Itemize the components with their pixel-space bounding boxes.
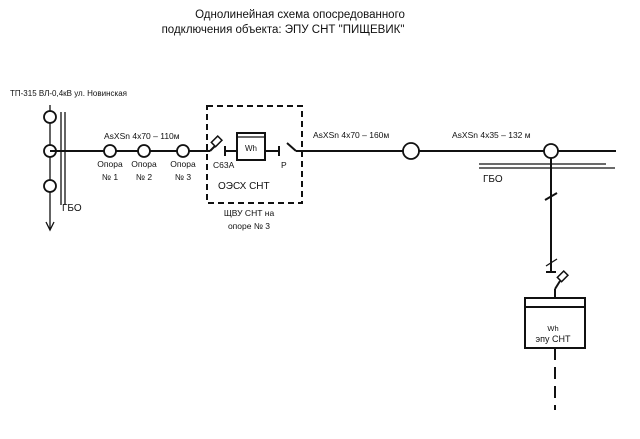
consumer-meter: Wh bbox=[547, 324, 558, 333]
title-line-1: Однолинейная схема опосредованного bbox=[195, 9, 405, 21]
consumer-name: эпу СНТ bbox=[536, 334, 571, 344]
consumer-breaker-icon bbox=[554, 269, 570, 298]
support-2: Опора № 2 bbox=[131, 144, 157, 182]
cable-mark-icon bbox=[544, 192, 558, 201]
panel-name: ОЭСХ СНТ bbox=[218, 181, 270, 192]
source-label: ТП-315 ВЛ-0,4кВ ул. Новинская bbox=[10, 89, 127, 98]
support-1: Опора № 1 bbox=[97, 144, 123, 182]
cable-mark-icon bbox=[545, 258, 558, 267]
panel-caption-1: ЩВУ СНТ на bbox=[224, 208, 275, 218]
line-segment-3-label: AsXSn 4x35 – 132 м bbox=[452, 130, 531, 140]
switch-icon bbox=[265, 142, 302, 156]
support-icon bbox=[137, 144, 151, 158]
svg-text:№ 1: № 1 bbox=[102, 172, 118, 182]
gbo-left-label: ГБО bbox=[62, 203, 82, 214]
support-icon bbox=[103, 144, 117, 158]
line-segment-1-label: AsXSn 4x70 – 110м bbox=[104, 131, 180, 141]
panel-schvu: Wh С63А Р ОЭСХ СНТ bbox=[206, 105, 303, 204]
support-node-icon bbox=[402, 142, 420, 160]
svg-text:№ 2: № 2 bbox=[136, 172, 152, 182]
line-segment-2-label: AsXSn 4x70 – 160м bbox=[313, 130, 389, 140]
panel-caption-2: опоре № 3 bbox=[228, 221, 270, 231]
svg-text:Опора: Опора bbox=[97, 159, 123, 169]
svg-text:Опора: Опора bbox=[170, 159, 196, 169]
svg-text:Опора: Опора bbox=[131, 159, 157, 169]
support-icon bbox=[176, 144, 190, 158]
source-node-icon bbox=[43, 179, 57, 193]
source-node-icon bbox=[43, 110, 57, 124]
switch-label: Р bbox=[281, 160, 287, 170]
meter-icon: Wh bbox=[236, 132, 266, 161]
support-3: Опора № 3 bbox=[170, 144, 196, 182]
breaker-icon bbox=[209, 134, 237, 156]
gbo-right-label: ГБО bbox=[483, 174, 503, 185]
svg-text:№ 3: № 3 bbox=[175, 172, 191, 182]
consumer-box: Wh эпу СНТ bbox=[524, 297, 586, 349]
breaker-label: С63А bbox=[213, 160, 235, 170]
branch-node-icon bbox=[543, 143, 559, 159]
title-line-2: подключения объекта: ЭПУ СНТ "ПИЩЕВИК" bbox=[162, 24, 405, 36]
svg-text:Wh: Wh bbox=[245, 144, 257, 153]
